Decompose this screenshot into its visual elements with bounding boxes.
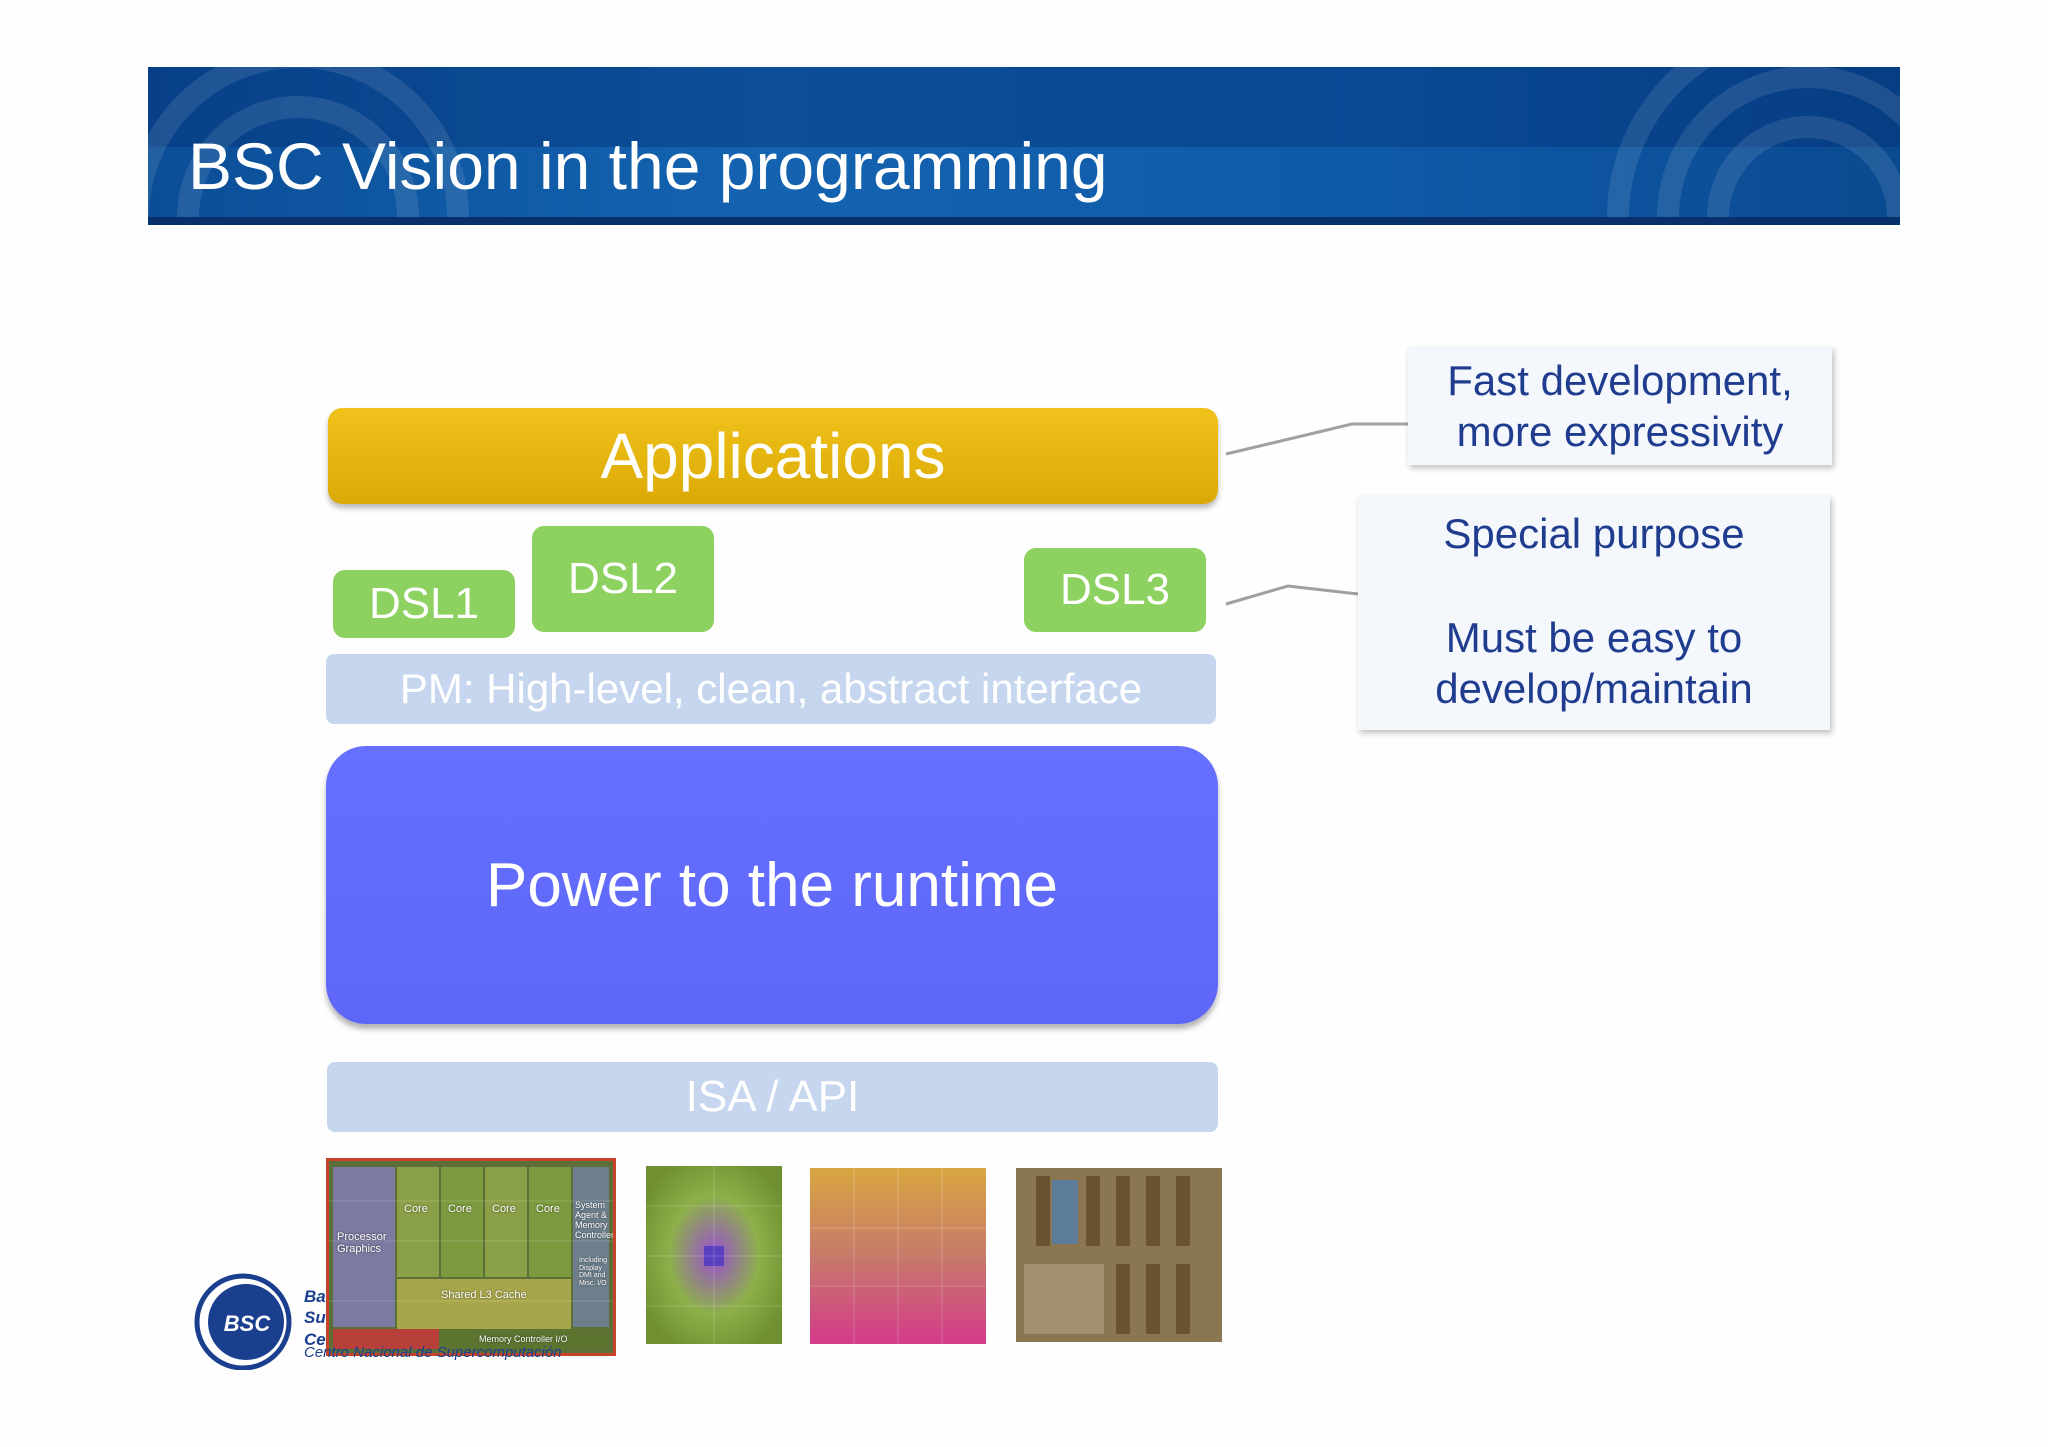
chip1-core-label: Core [448, 1203, 472, 1215]
chip4-die-graphic [1016, 1168, 1222, 1342]
callout-line-easy-develop: Must be easy to develop/maintain [1358, 612, 1830, 714]
chip-die-photo-3 [810, 1168, 986, 1344]
callout-line: more expressivity [1456, 408, 1784, 455]
chip3-die-graphic [810, 1168, 986, 1344]
banner-top-band [148, 67, 1900, 147]
chip1-core-label: Core [536, 1203, 560, 1215]
slide-title: BSC Vision in the programming [188, 129, 1108, 203]
dsl2-box: DSL2 [532, 526, 714, 632]
chip1-processor-graphics-label: Processor Graphics [337, 1231, 387, 1256]
chip1-die-graphic [329, 1161, 613, 1353]
chip1-system-agent-label: System Agent & Memory Controller [575, 1200, 615, 1240]
chip-die-photo-2 [646, 1166, 782, 1344]
callout-line: Must be easy to [1445, 614, 1743, 661]
dsl-callout: Special purpose Must be easy to develop/… [1358, 496, 1830, 730]
callout-line: Fast development, [1447, 356, 1793, 404]
logo-mark-text: BSC [224, 1311, 272, 1336]
chip1-including-label: Including Display DMI and Misc. I/O [579, 1257, 608, 1288]
bsc-logo-icon: BSC [194, 1273, 292, 1370]
dsl1-box: DSL1 [333, 570, 515, 638]
chip-die-photo-1: Core Core Core Core Processor Graphics S… [326, 1158, 616, 1356]
pm-layer: PM: High-level, clean, abstract interfac… [326, 654, 1216, 724]
isa-api-layer: ISA / API [327, 1062, 1218, 1132]
chip1-core-label: Core [492, 1203, 516, 1215]
chip1-core-label: Core [404, 1203, 428, 1215]
logo-subtitle: Centro Nacional de Supercomputación [304, 1344, 562, 1361]
chip1-memory-controller-label: Memory Controller I/O [479, 1334, 568, 1344]
runtime-layer: Power to the runtime [326, 746, 1218, 1024]
dsl3-box: DSL3 [1024, 548, 1206, 632]
applications-layer: Applications [328, 408, 1218, 504]
callout-line: develop/maintain [1435, 665, 1753, 713]
callout-line-special-purpose: Special purpose [1443, 510, 1745, 557]
chip2-die-graphic [646, 1166, 782, 1344]
chip1-shared-cache-label: Shared L3 Cache [441, 1289, 527, 1301]
applications-callout: Fast development, more expressivity [1408, 347, 1832, 465]
logo-wordmark: Ba Su Ce [304, 1287, 326, 1349]
banner-bottom-rule [148, 217, 1900, 225]
chip-die-photo-4 [1016, 1168, 1222, 1342]
title-banner: BSC Vision in the programming [148, 67, 1900, 225]
